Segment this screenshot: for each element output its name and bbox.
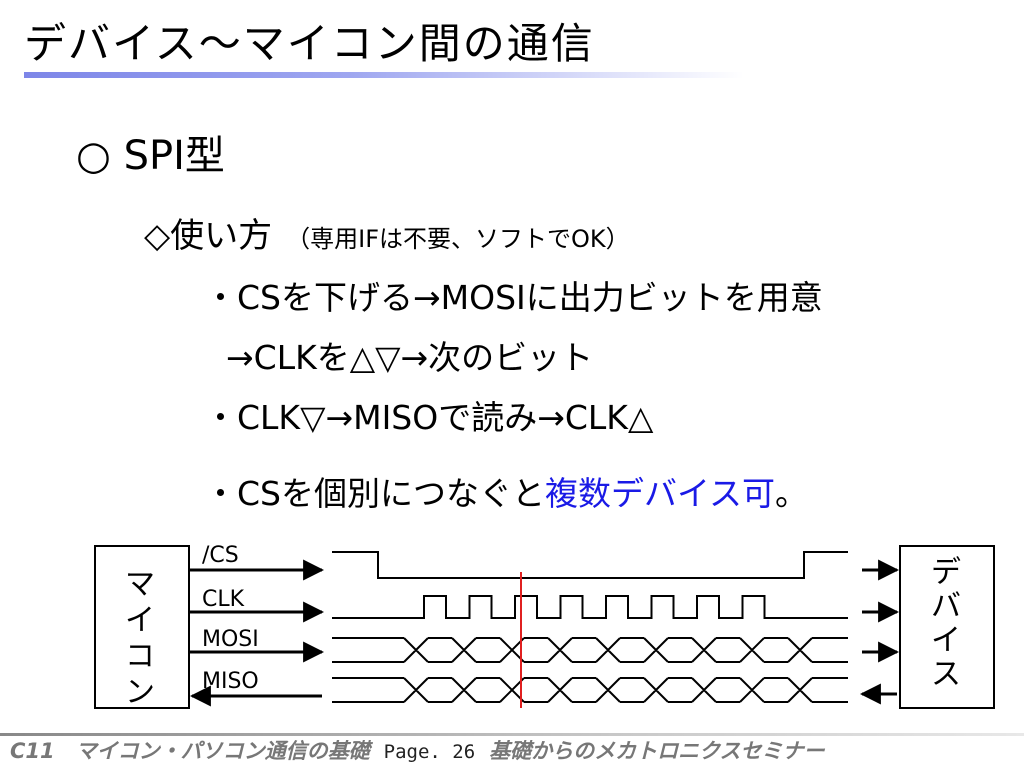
mosi-waveform	[332, 637, 848, 663]
signal-label-miso: MISO	[202, 669, 259, 694]
usage-note: （専用IFは不要、ソフトでOK）	[286, 225, 630, 253]
device-box	[899, 545, 995, 709]
miso-waveform	[332, 677, 848, 703]
footer-rule	[0, 733, 1024, 736]
mcu-box	[94, 545, 190, 709]
footer-course: C11 マイコン・パソコン通信の基礎	[10, 739, 370, 763]
signal-label-cs: /CS	[202, 543, 239, 568]
footer: C11 マイコン・パソコン通信の基礎 Page. 26 基礎からのメカトロニクスセミ…	[10, 736, 825, 767]
bullet3-highlight: 複数デバイス可	[545, 474, 776, 513]
footer-seminar: 基礎からのメカトロニクスセミナー	[489, 739, 825, 763]
page-title: デバイス～マイコン間の通信	[24, 19, 595, 68]
cs-waveform	[332, 551, 848, 579]
clk-waveform	[332, 595, 848, 619]
bullet-cs-low: ・CSを下げる→MOSIに出力ビットを用意	[204, 278, 823, 317]
bullet-clk-toggle: →CLKを△▽→次のビット	[226, 338, 594, 377]
title-underline	[24, 72, 744, 78]
device-box-label: デバイス	[931, 555, 961, 692]
mcu-box-label: マイコン	[125, 567, 155, 710]
bullet-multi-device: ・CSを個別につなぐと複数デバイス可。	[204, 470, 808, 518]
bullet-miso-read: ・CLK▽→MISOで読み→CLK△	[204, 398, 654, 437]
bullet3-suffix: 。	[775, 474, 809, 513]
signal-label-clk: CLK	[202, 587, 245, 612]
footer-page-number: Page. 26	[383, 741, 476, 763]
bullet3-prefix: ・CSを個別につなぐと	[204, 474, 545, 513]
signal-label-mosi: MOSI	[202, 627, 259, 652]
usage-heading-label: ◇使い方	[144, 216, 273, 256]
section-heading: ○ SPI型	[76, 133, 225, 179]
usage-heading: ◇使い方 （専用IFは不要、ソフトでOK）	[144, 212, 630, 263]
